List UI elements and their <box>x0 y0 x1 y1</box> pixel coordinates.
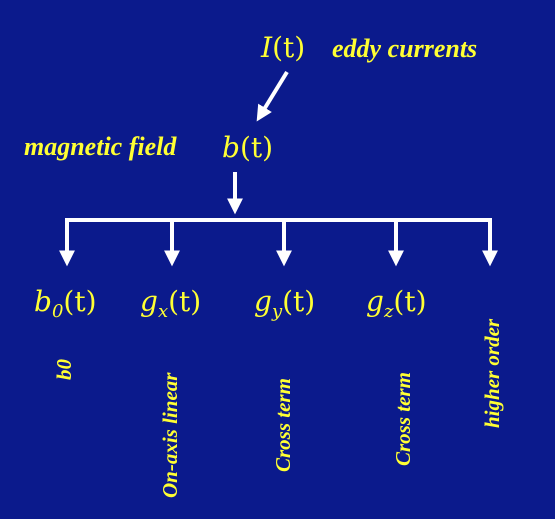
label-cross-term-z: Cross term <box>391 372 415 466</box>
field-symbol: b <box>222 131 240 164</box>
current-expression: I(t) <box>261 34 305 62</box>
label-b0: b0 <box>52 359 76 380</box>
arrow-current-to-field <box>256 70 289 122</box>
branch-sub: y <box>271 301 283 322</box>
branch-arg: (t) <box>168 285 202 318</box>
current-symbol: I <box>261 31 273 64</box>
field-arg: (t) <box>239 131 274 164</box>
branch-base: g <box>254 285 272 318</box>
branch-expression-gz: gz(t) <box>366 288 427 321</box>
branch-expression-gy: gy(t) <box>254 288 315 321</box>
label-higher-order: higher order <box>480 318 504 428</box>
branch-base: g <box>140 285 158 318</box>
branch-sub: 0 <box>51 301 64 322</box>
eddy-currents-label: eddy currents <box>332 34 478 63</box>
current-arg: (t) <box>272 31 306 64</box>
branch-arg: (t) <box>393 285 427 318</box>
label-on-axis-linear: On-axis linear <box>158 372 182 498</box>
branch-expression-gx: gx(t) <box>140 288 201 321</box>
branch-sub: z <box>383 301 394 322</box>
branch-sub: x <box>157 301 169 322</box>
magnetic-field-label: magnetic field <box>24 132 177 161</box>
branch-arg: (t) <box>282 285 316 318</box>
branch-expression-b0: b0(t) <box>34 288 97 321</box>
branch-base: g <box>366 285 384 318</box>
field-expression: b(t) <box>222 134 273 162</box>
label-cross-term-y: Cross term <box>271 378 295 472</box>
branch-arg: (t) <box>63 285 97 318</box>
branch-base: b <box>34 285 52 318</box>
